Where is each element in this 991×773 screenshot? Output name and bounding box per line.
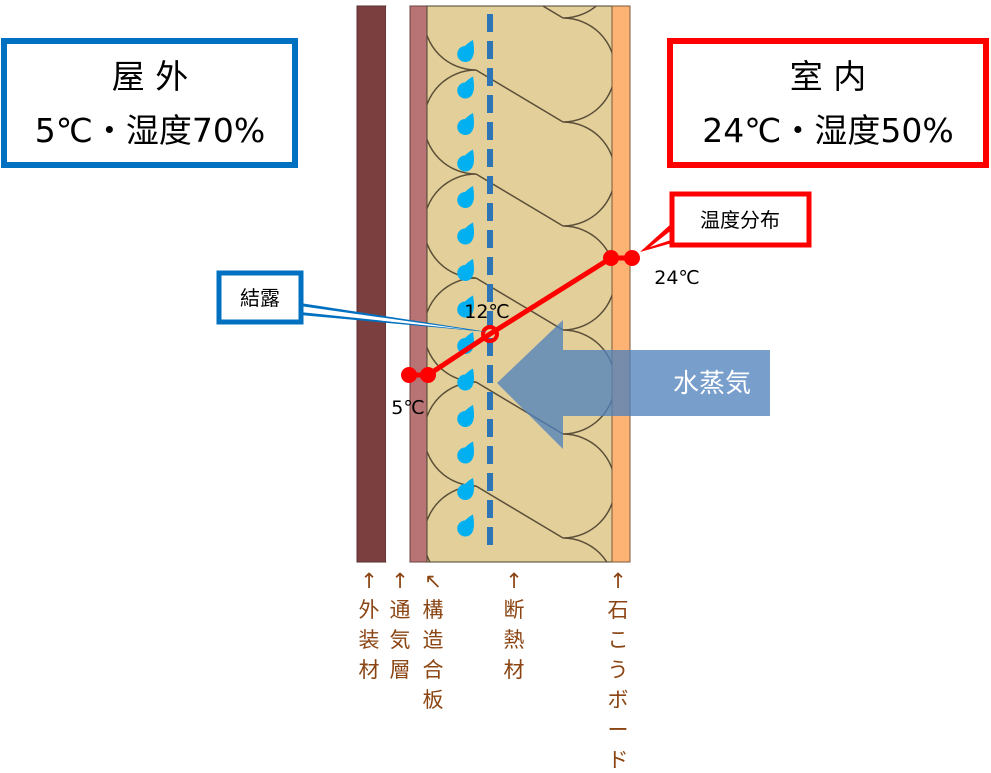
- droplet-icon: [457, 186, 474, 208]
- droplet-icon: [457, 149, 474, 172]
- condensation-callout: 結露: [216, 270, 488, 332]
- temp-label-dew-point: 12℃: [464, 301, 510, 323]
- droplet-icon: [457, 76, 474, 99]
- layer-exterior-cladding: [356, 5, 387, 563]
- water-vapor-arrow: [497, 320, 770, 449]
- layer-label-char: 熱: [504, 628, 525, 652]
- layer-label-arrow-icon: ↑: [360, 569, 378, 593]
- layer-label-char: 装: [359, 628, 380, 652]
- temp-point-inner: [624, 250, 640, 266]
- water-vapor-label: 水蒸気: [673, 369, 751, 399]
- layer-label-char: 石: [608, 598, 629, 622]
- indoor-title: 室 内: [790, 57, 867, 96]
- insulation-batt-pattern: [427, 6, 612, 562]
- droplet-icon: [457, 514, 474, 537]
- layer-label-arrow-icon: ↑: [609, 569, 627, 593]
- layer-label-char: 板: [423, 688, 444, 712]
- temperature-line: [401, 250, 640, 383]
- layer-label-char: 層: [390, 658, 411, 682]
- layer-label-char: う: [608, 658, 629, 682]
- droplet-icon: [457, 368, 474, 391]
- layer-label-char: こ: [608, 628, 629, 652]
- droplet-icon: [457, 478, 474, 500]
- layer-plywood: [409, 5, 428, 563]
- droplet-icon: [457, 259, 474, 281]
- droplet-icon: [457, 222, 474, 245]
- layer-label-char: 気: [390, 628, 411, 652]
- layer-label-arrow-icon: ↑: [391, 569, 409, 593]
- layer-label-char: 材: [504, 658, 525, 682]
- temp-point-outer: [401, 367, 417, 383]
- droplet-icon: [457, 405, 474, 427]
- droplet-icon: [457, 113, 474, 135]
- layer-label-arrow-icon: ↖: [424, 569, 442, 593]
- layer-gypsum-board: [611, 5, 631, 563]
- temp-point-board: [603, 250, 619, 266]
- temperature-distribution-label: 温度分布: [700, 208, 780, 232]
- layer-label-char: 構: [423, 598, 444, 622]
- temperature-distribution-callout: 温度分布: [640, 191, 812, 252]
- temp-point-dew: [481, 325, 499, 343]
- layer-label-char: 通: [390, 598, 411, 622]
- layer-label-char: 外: [359, 598, 380, 622]
- outdoor-conditions: 5℃・湿度70%: [35, 111, 265, 150]
- layer-label-char: 造: [423, 628, 444, 652]
- outdoor-title: 屋 外: [112, 57, 189, 96]
- layer-label-char: ド: [608, 748, 629, 772]
- insulation-batt-lines: [427, 6, 612, 562]
- layer-label-char: ボ: [608, 688, 629, 712]
- temp-label-outside: 5℃: [391, 397, 424, 419]
- droplet-icon: [457, 295, 474, 318]
- indoor-conditions-box: 室 内 24℃・湿度50%: [667, 38, 989, 168]
- droplet-icon: [457, 40, 474, 62]
- layer-air-gap: [386, 6, 410, 562]
- outdoor-conditions-box: 屋 外 5℃・湿度70%: [1, 38, 298, 168]
- layer-label-char: 断: [504, 598, 525, 622]
- layer-insulation: [426, 5, 613, 563]
- layer-label-char: 材: [359, 658, 380, 682]
- temp-point-plywood: [420, 367, 436, 383]
- layer-label-arrow-icon: ↑: [505, 569, 523, 593]
- condensation-callout-label: 結露: [240, 286, 280, 310]
- layer-label-char: 合: [423, 658, 444, 682]
- layer-label-char: ー: [608, 718, 629, 742]
- temp-label-inside: 24℃: [654, 267, 700, 289]
- indoor-conditions: 24℃・湿度50%: [702, 111, 953, 150]
- droplet-icon: [457, 441, 474, 464]
